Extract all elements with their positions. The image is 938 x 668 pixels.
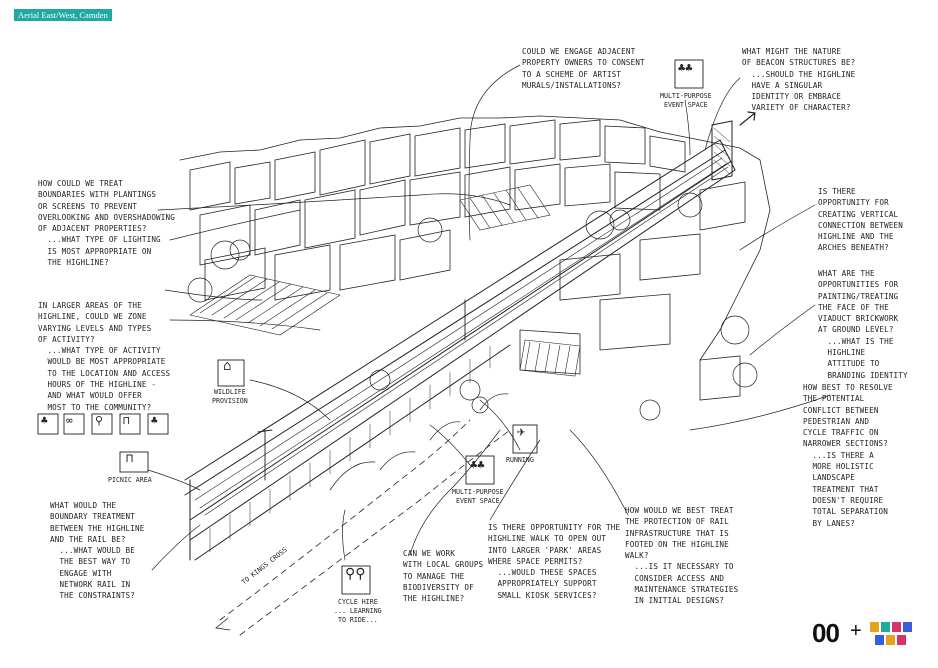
activity-icon-4: ⊓: [123, 414, 130, 427]
hatched-roofs: [189, 184, 581, 377]
background-buildings: [179, 115, 771, 401]
leader-lines: [147, 64, 831, 571]
note-artist-murals: Could we engage adjacent property owners…: [522, 47, 645, 90]
note-painting: What are the opportunities for painting/…: [818, 269, 908, 380]
activity-icon-3: ⚲: [95, 414, 104, 427]
note-beacon: What might the nature of beacon structur…: [742, 47, 856, 113]
note-boundary-rail: What would the boundary treatment betwee…: [50, 501, 145, 601]
cycle-hire-label: Cycle hire ... learning to ride...: [334, 598, 382, 624]
trees: [187, 192, 758, 421]
multi-purpose-event-space-icon: ♣♣: [678, 61, 693, 75]
cycle-hire-icon: ⚲⚲: [345, 566, 366, 582]
note-rail-protection: How would we best treat the protection o…: [625, 506, 739, 606]
activity-icon-1: ♣: [41, 414, 48, 427]
wildlife-label: Wildlife provision: [212, 388, 248, 405]
picnic-label: Picnic area: [108, 476, 152, 484]
note-vertical-connection: Is there opportunity for creating vertic…: [818, 187, 903, 253]
roads: [215, 419, 511, 636]
logo-plus: +: [850, 620, 862, 642]
location-tag: Aerial East/West, Camden: [14, 9, 112, 21]
multi-purpose-event-space-icon-2: ♣♣: [470, 458, 485, 472]
activity-icon-2: ∞: [66, 414, 73, 427]
note-conflict: How best to resolve the potential confli…: [803, 383, 893, 528]
activity-icon-5: ♣: [151, 414, 158, 427]
multi-purpose-label-bottom: Multi-purpose event space: [452, 488, 504, 505]
note-local-groups: Can we work with local groups to manage …: [403, 549, 484, 604]
multi-purpose-label-top: Multi-purpose event space: [660, 92, 712, 109]
partner-logo: [870, 622, 912, 645]
running-icon: ✈: [517, 424, 526, 440]
viaduct: [184, 111, 756, 561]
running-label: Running: [506, 456, 534, 464]
note-zones: In larger areas of the highline, could w…: [38, 301, 171, 412]
picnic-table-icon: ⊓: [126, 451, 134, 465]
note-park-areas: Is there opportunity for the highline wa…: [488, 523, 621, 600]
wildlife-provision-icon: ⌂: [223, 358, 232, 374]
logo-00: 00: [812, 618, 840, 648]
icon-boxes: [37, 59, 704, 595]
note-boundaries: How could we treat boundaries with plant…: [38, 179, 175, 268]
